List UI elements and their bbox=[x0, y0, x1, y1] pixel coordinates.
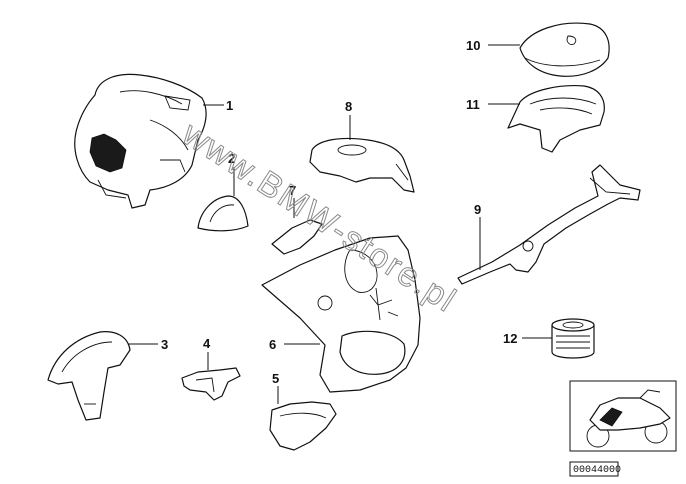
callout-6: 6 bbox=[269, 337, 276, 352]
part-frame-bracket bbox=[457, 164, 641, 285]
part-side-panel bbox=[261, 235, 421, 393]
callout-10: 10 bbox=[466, 38, 480, 53]
callout-labels: 1 2 3 4 5 6 7 8 9 10 11 12 bbox=[161, 38, 517, 386]
callout-5: 5 bbox=[272, 371, 279, 386]
part-storage-tray bbox=[507, 85, 605, 153]
part-small-panel bbox=[271, 219, 323, 255]
callout-8: 8 bbox=[345, 99, 352, 114]
reference-thumbnail: 00044000 bbox=[569, 380, 677, 477]
callout-3: 3 bbox=[161, 337, 168, 352]
part-tank-cover bbox=[309, 137, 415, 193]
part-storage-lid bbox=[519, 22, 610, 77]
part-lower-cover bbox=[269, 401, 337, 451]
callout-12: 12 bbox=[503, 331, 517, 346]
reference-code: 00044000 bbox=[573, 465, 621, 476]
part-roll bbox=[551, 318, 595, 359]
part-small-cover bbox=[197, 195, 249, 232]
motorcycle-icon bbox=[586, 389, 671, 448]
part-bracket bbox=[181, 367, 241, 401]
part-front-fairing bbox=[74, 73, 207, 209]
leader-lines bbox=[128, 44, 552, 404]
callout-11: 11 bbox=[466, 97, 480, 112]
callout-4: 4 bbox=[203, 336, 211, 351]
part-front-mudguard bbox=[47, 331, 131, 421]
callout-1: 1 bbox=[226, 98, 233, 113]
callout-2: 2 bbox=[228, 151, 235, 166]
callout-7: 7 bbox=[289, 183, 296, 198]
callout-9: 9 bbox=[474, 202, 481, 217]
